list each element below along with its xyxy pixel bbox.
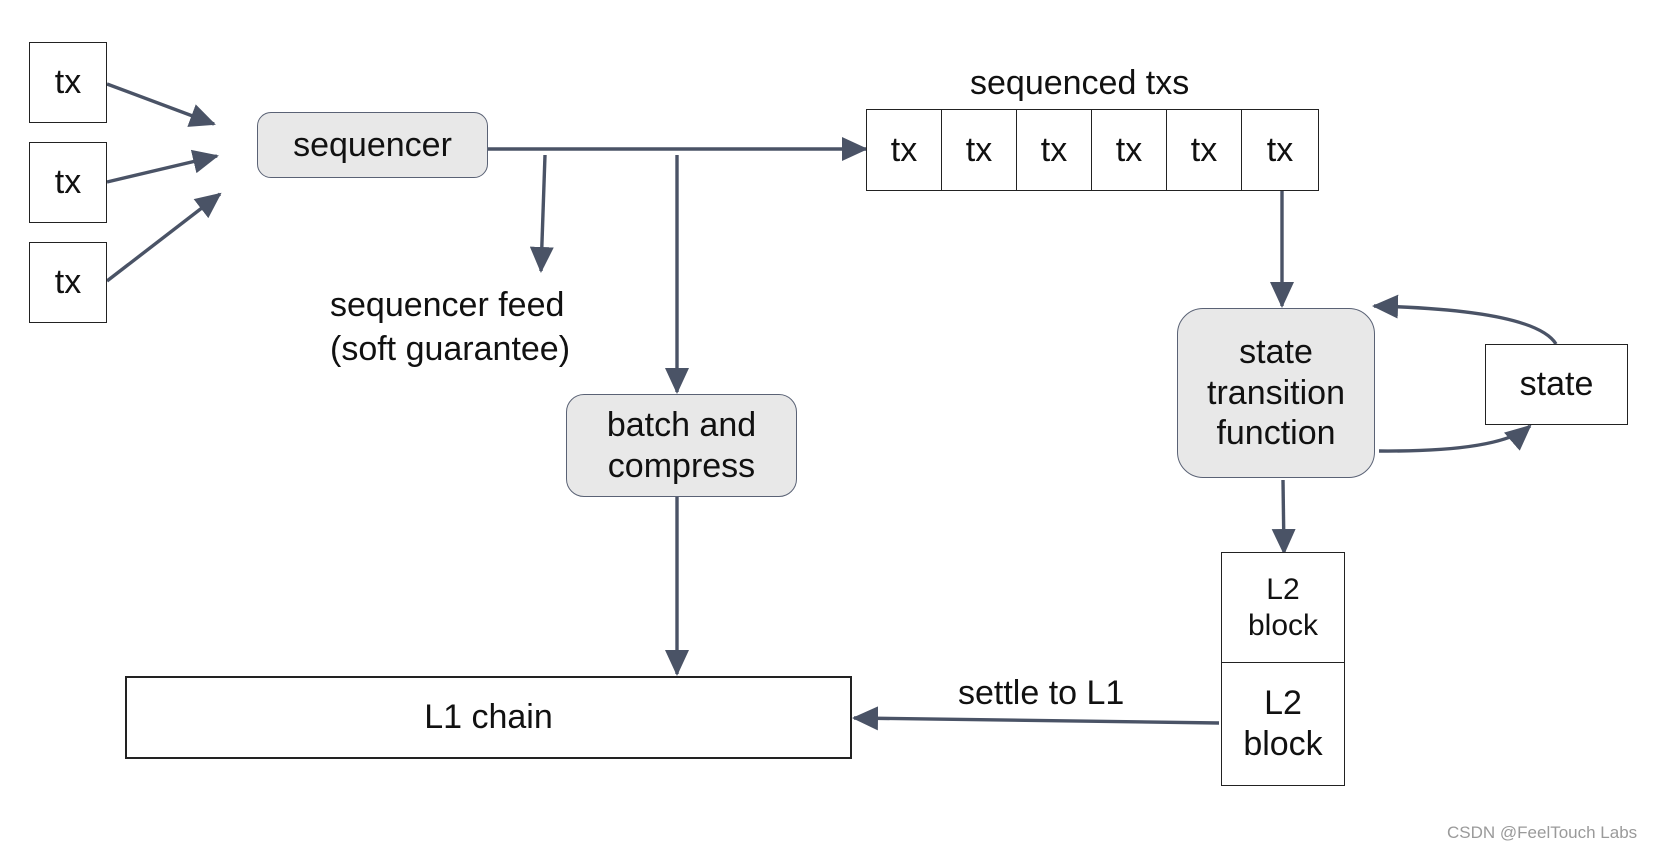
sequenced-tx-cell: tx	[866, 109, 942, 191]
l2-block-label-line: L2	[1264, 684, 1302, 723]
input-tx-box: tx	[29, 142, 107, 223]
l2-block: L2 block	[1221, 662, 1345, 786]
settle-to-l1-label: settle to L1	[958, 674, 1125, 712]
tx-label: tx	[1040, 130, 1068, 169]
input-tx-box: tx	[29, 242, 107, 323]
sequenced-tx-cell: tx	[1016, 109, 1092, 191]
l1-chain-label: L1 chain	[424, 698, 553, 737]
l2-block-label-line: block	[1243, 725, 1323, 763]
batch-label-line: batch and	[606, 405, 757, 444]
tx-label: tx	[54, 63, 82, 102]
batch-label-line: compress	[607, 446, 756, 485]
sequenced-tx-cell: tx	[1091, 109, 1167, 191]
stf-label-line: state	[1239, 332, 1313, 371]
l2-block-label-line: L2	[1266, 572, 1300, 606]
sequenced-tx-cell: tx	[941, 109, 1017, 191]
tx-label: tx	[54, 163, 82, 202]
sequenced-tx-cell: tx	[1241, 109, 1319, 191]
sequenced-tx-cell: tx	[1166, 109, 1242, 191]
state-node: state	[1485, 344, 1628, 425]
stf-label-line: transition	[1207, 373, 1345, 412]
watermark: CSDN @FeelTouch Labs	[1447, 823, 1638, 842]
arrow-stf-to-l2-block	[1271, 479, 1296, 555]
sequencer-label: sequencer	[293, 125, 452, 164]
tx-label: tx	[965, 130, 993, 169]
arrow-tx3-to-sequencer	[105, 192, 222, 283]
l1-chain-node: L1 chain	[125, 676, 852, 759]
tx-label: tx	[890, 130, 918, 169]
l2-block: L2 block	[1221, 552, 1345, 663]
sequencer-feed-line: sequencer feed	[330, 286, 565, 324]
arrow-tx2-to-sequencer	[106, 149, 219, 184]
arrow-settle-to-l1	[852, 706, 1220, 731]
sequenced-txs-label: sequenced txs	[970, 64, 1190, 102]
input-tx-box: tx	[29, 42, 107, 123]
l2-block-label-line: block	[1247, 608, 1319, 642]
tx-label: tx	[1115, 130, 1143, 169]
sequencer-node: sequencer	[257, 112, 488, 178]
arrow-state-to-stf	[1372, 294, 1558, 345]
sequencer-feed-line: (soft guarantee)	[330, 329, 571, 368]
sequencer-feed-label: sequencer feed (soft guarantee)	[330, 284, 570, 371]
tx-label: tx	[54, 263, 82, 302]
batch-and-compress-node: batch and compress	[566, 394, 797, 497]
arrow-stf-to-state	[1378, 424, 1532, 453]
arrow-tx1-to-sequencer	[106, 82, 216, 127]
tx-label: tx	[1266, 130, 1294, 169]
stf-label-line: function	[1216, 414, 1336, 453]
tx-label: tx	[1190, 130, 1218, 169]
state-label: state	[1519, 365, 1594, 404]
state-transition-function-node: state transition function	[1177, 308, 1375, 478]
arrow-sequencer-feed	[529, 154, 554, 273]
